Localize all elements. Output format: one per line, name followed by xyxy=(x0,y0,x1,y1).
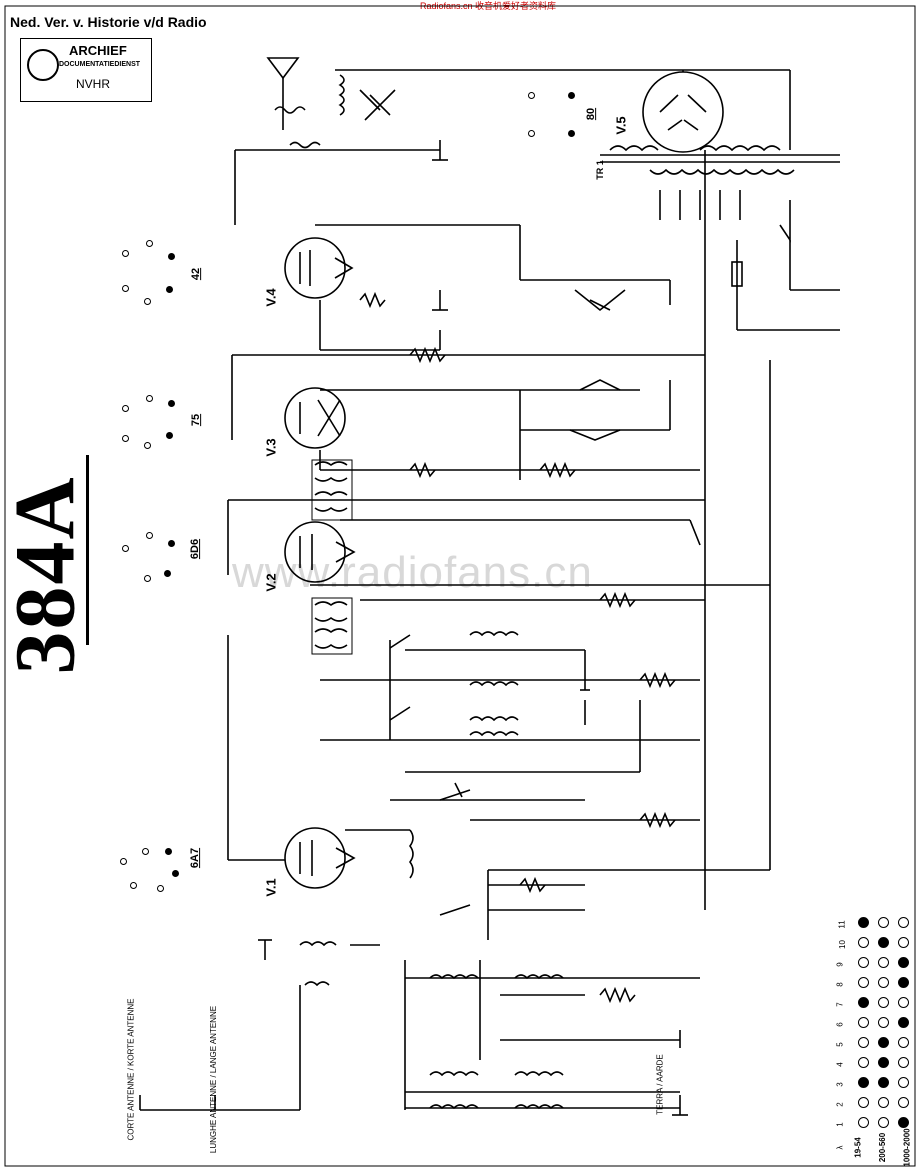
table-contact-cell xyxy=(858,977,869,988)
archive-title: Ned. Ver. v. Historie v/d Radio xyxy=(10,14,207,30)
tube-type-v4: 42 xyxy=(190,267,203,281)
table-contact-cell xyxy=(898,997,909,1008)
table-contact-cell xyxy=(858,1037,869,1048)
table-contact-cell xyxy=(858,937,869,948)
table-position-number: 10 xyxy=(837,940,847,949)
model-underline xyxy=(86,455,89,645)
table-contact-cell xyxy=(898,957,909,968)
table-range-label: 200-560 xyxy=(878,1132,888,1163)
stamp-line-1: ARCHIEF xyxy=(69,43,127,58)
table-range-label: 1000-2000 xyxy=(902,1128,912,1167)
table-contact-cell xyxy=(878,937,889,948)
table-position-number: 11 xyxy=(837,920,847,929)
tube-type-v1: 6A7 xyxy=(189,847,202,869)
table-position-number: 2 xyxy=(835,1102,845,1107)
tube-type-v5: 80 xyxy=(585,107,598,121)
stamp-line-3: NVHR xyxy=(76,77,111,91)
radio-tube-logo-icon xyxy=(27,49,59,81)
table-contact-cell xyxy=(878,977,889,988)
tube-ref-v3: V.3 xyxy=(263,438,279,457)
table-contact-cell xyxy=(878,1097,889,1108)
table-contact-cell xyxy=(858,1057,869,1068)
transformer-label: TR 1 xyxy=(594,160,605,180)
tube-ref-v2: V.2 xyxy=(263,573,279,592)
table-contact-cell xyxy=(898,977,909,988)
earth-label: TERRA / AARDE xyxy=(655,1054,665,1115)
table-contact-cell xyxy=(878,917,889,928)
table-contact-cell xyxy=(898,917,909,928)
table-contact-cell xyxy=(858,1097,869,1108)
table-contact-cell xyxy=(898,1017,909,1028)
table-position-number: 5 xyxy=(835,1042,845,1047)
table-contact-cell xyxy=(858,957,869,968)
table-contact-cell xyxy=(858,917,869,928)
table-position-number: 4 xyxy=(835,1062,845,1067)
tube-ref-v5: V.5 xyxy=(613,116,629,135)
table-contact-cell xyxy=(878,997,889,1008)
tube-type-v2: 6D6 xyxy=(189,538,202,560)
table-position-number: 1 xyxy=(835,1122,845,1127)
table-contact-cell xyxy=(858,1077,869,1088)
table-contact-cell xyxy=(898,1097,909,1108)
table-position-number: 3 xyxy=(835,1082,845,1087)
table-position-number: 9 xyxy=(835,962,845,967)
table-contact-cell xyxy=(858,997,869,1008)
table-contact-cell xyxy=(878,1037,889,1048)
table-position-number: 6 xyxy=(835,1022,845,1027)
table-contact-cell xyxy=(898,1037,909,1048)
table-contact-cell xyxy=(878,1117,889,1128)
table-contact-cell xyxy=(898,1057,909,1068)
table-contact-cell xyxy=(878,1057,889,1068)
table-contact-cell xyxy=(858,1117,869,1128)
tube-ref-v1: V.1 xyxy=(263,878,279,897)
table-contact-cell xyxy=(878,1077,889,1088)
table-header-symbol: λ xyxy=(835,1145,845,1150)
table-contact-cell xyxy=(878,957,889,968)
table-contact-cell xyxy=(898,937,909,948)
table-position-number: 7 xyxy=(835,1002,845,1007)
wave-range-switch-table: 1 2 3 4 5 6 7 8 9 10 11 λ 19-54 200-560 1000-2000 xyxy=(830,917,916,1167)
long-aerial-label: LUNGHE ANTENNE / LANGE ANTENNE xyxy=(209,1005,219,1154)
stamp-line-2: DOCUMENTATIEDIENST xyxy=(59,61,141,68)
table-contact-cell xyxy=(898,1077,909,1088)
watermark: www.radiofans.cn xyxy=(232,548,593,597)
short-aerial-label: CORTE ANTENNE / KORTE ANTENNE xyxy=(126,998,136,1141)
table-range-label: 19-54 xyxy=(853,1137,863,1158)
tube-type-v3: 75 xyxy=(190,413,203,427)
table-contact-cell xyxy=(898,1117,909,1128)
table-position-number: 8 xyxy=(835,982,845,987)
table-contact-cell xyxy=(858,1017,869,1028)
archive-stamp: ARCHIEF DOCUMENTATIEDIENST NVHR xyxy=(20,38,152,102)
tube-ref-v4: V.4 xyxy=(263,288,279,307)
table-contact-cell xyxy=(878,1017,889,1028)
